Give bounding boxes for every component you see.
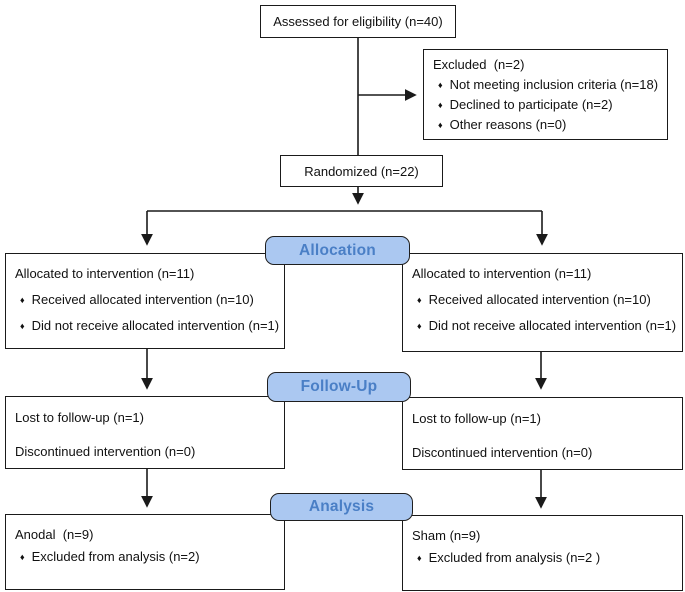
diamond-bullet-icon: ♦: [417, 295, 422, 305]
diamond-bullet-icon: ♦: [20, 295, 25, 305]
followup-right-line1: Lost to follow-up (n=1): [412, 411, 541, 426]
stage-badge-followup: Follow-Up: [267, 372, 411, 402]
diamond-bullet-icon: ♦: [438, 80, 443, 90]
box-allocation-right: Allocated to intervention (n=11) ♦ Recei…: [402, 253, 683, 352]
analysis-left-bullet-1-text: Excluded from analysis (n=2): [31, 549, 200, 564]
excluded-bullet-3-text: Other reasons (n=0): [449, 117, 567, 132]
diamond-bullet-icon: ♦: [417, 553, 422, 563]
allocation-right-bullet-1-text: Received allocated intervention (n=10): [428, 292, 651, 307]
analysis-left-title: Anodal (n=9): [15, 527, 94, 542]
excluded-bullet-1-text: Not meeting inclusion criteria (n=18): [449, 77, 659, 92]
analysis-badge-label: Analysis: [308, 498, 375, 515]
allocation-right-bullet-2-text: Did not receive allocated intervention (…: [428, 318, 677, 333]
excluded-bullet-2-text: Declined to participate (n=2): [449, 97, 613, 112]
box-allocation-left: Allocated to intervention (n=11) ♦ Recei…: [5, 253, 285, 349]
excluded-bullet-3: ♦ Other reasons (n=0): [433, 117, 663, 132]
box-analysis-right: Sham (n=9) ♦ Excluded from analysis (n=2…: [402, 515, 683, 591]
diamond-bullet-icon: ♦: [417, 321, 422, 331]
box-analysis-left: Anodal (n=9) ♦ Excluded from analysis (n…: [5, 514, 285, 590]
allocation-right-bullet-1: ♦ Received allocated intervention (n=10): [412, 292, 678, 307]
diamond-bullet-icon: ♦: [438, 100, 443, 110]
excluded-bullet-2: ♦ Declined to participate (n=2): [433, 97, 663, 112]
allocation-left-bullet-1: ♦ Received allocated intervention (n=10): [15, 292, 280, 307]
box-excluded: Excluded (n=2) ♦ Not meeting inclusion c…: [423, 49, 668, 140]
allocation-left-bullet-1-text: Received allocated intervention (n=10): [31, 292, 254, 307]
assessed-label: Assessed for eligibility (n=40): [273, 14, 443, 29]
followup-badge-label: Follow-Up: [300, 378, 378, 395]
excluded-bullet-1: ♦ Not meeting inclusion criteria (n=18): [433, 77, 663, 92]
diamond-bullet-icon: ♦: [20, 552, 25, 562]
allocation-left-bullet-2-text: Did not receive allocated intervention (…: [31, 318, 280, 333]
box-assessed-eligibility: Assessed for eligibility (n=40): [260, 5, 456, 38]
allocation-left-title: Allocated to intervention (n=11): [15, 266, 195, 281]
analysis-right-bullet-1: ♦ Excluded from analysis (n=2 ): [412, 550, 678, 565]
box-randomized: Randomized (n=22): [280, 155, 443, 187]
allocation-left-bullet-2: ♦ Did not receive allocated intervention…: [15, 318, 280, 333]
stage-badge-analysis: Analysis: [270, 493, 413, 521]
excluded-title: Excluded (n=2): [433, 57, 525, 72]
followup-left-line2: Discontinued intervention (n=0): [15, 444, 196, 459]
analysis-right-bullet-1-text: Excluded from analysis (n=2 ): [428, 550, 601, 565]
followup-right-line2: Discontinued intervention (n=0): [412, 445, 593, 460]
stage-badge-allocation: Allocation: [265, 236, 410, 265]
analysis-right-title: Sham (n=9): [412, 528, 481, 543]
followup-left-line1: Lost to follow-up (n=1): [15, 410, 144, 425]
allocation-right-title: Allocated to intervention (n=11): [412, 266, 592, 281]
analysis-left-bullet-1: ♦ Excluded from analysis (n=2): [15, 549, 280, 564]
allocation-right-bullet-2: ♦ Did not receive allocated intervention…: [412, 318, 678, 333]
allocation-badge-label: Allocation: [299, 241, 376, 259]
randomized-label: Randomized (n=22): [304, 163, 419, 179]
diamond-bullet-icon: ♦: [438, 120, 443, 130]
box-followup-left: Lost to follow-up (n=1) Discontinued int…: [5, 396, 285, 469]
box-followup-right: Lost to follow-up (n=1) Discontinued int…: [402, 397, 683, 470]
diamond-bullet-icon: ♦: [20, 321, 25, 331]
